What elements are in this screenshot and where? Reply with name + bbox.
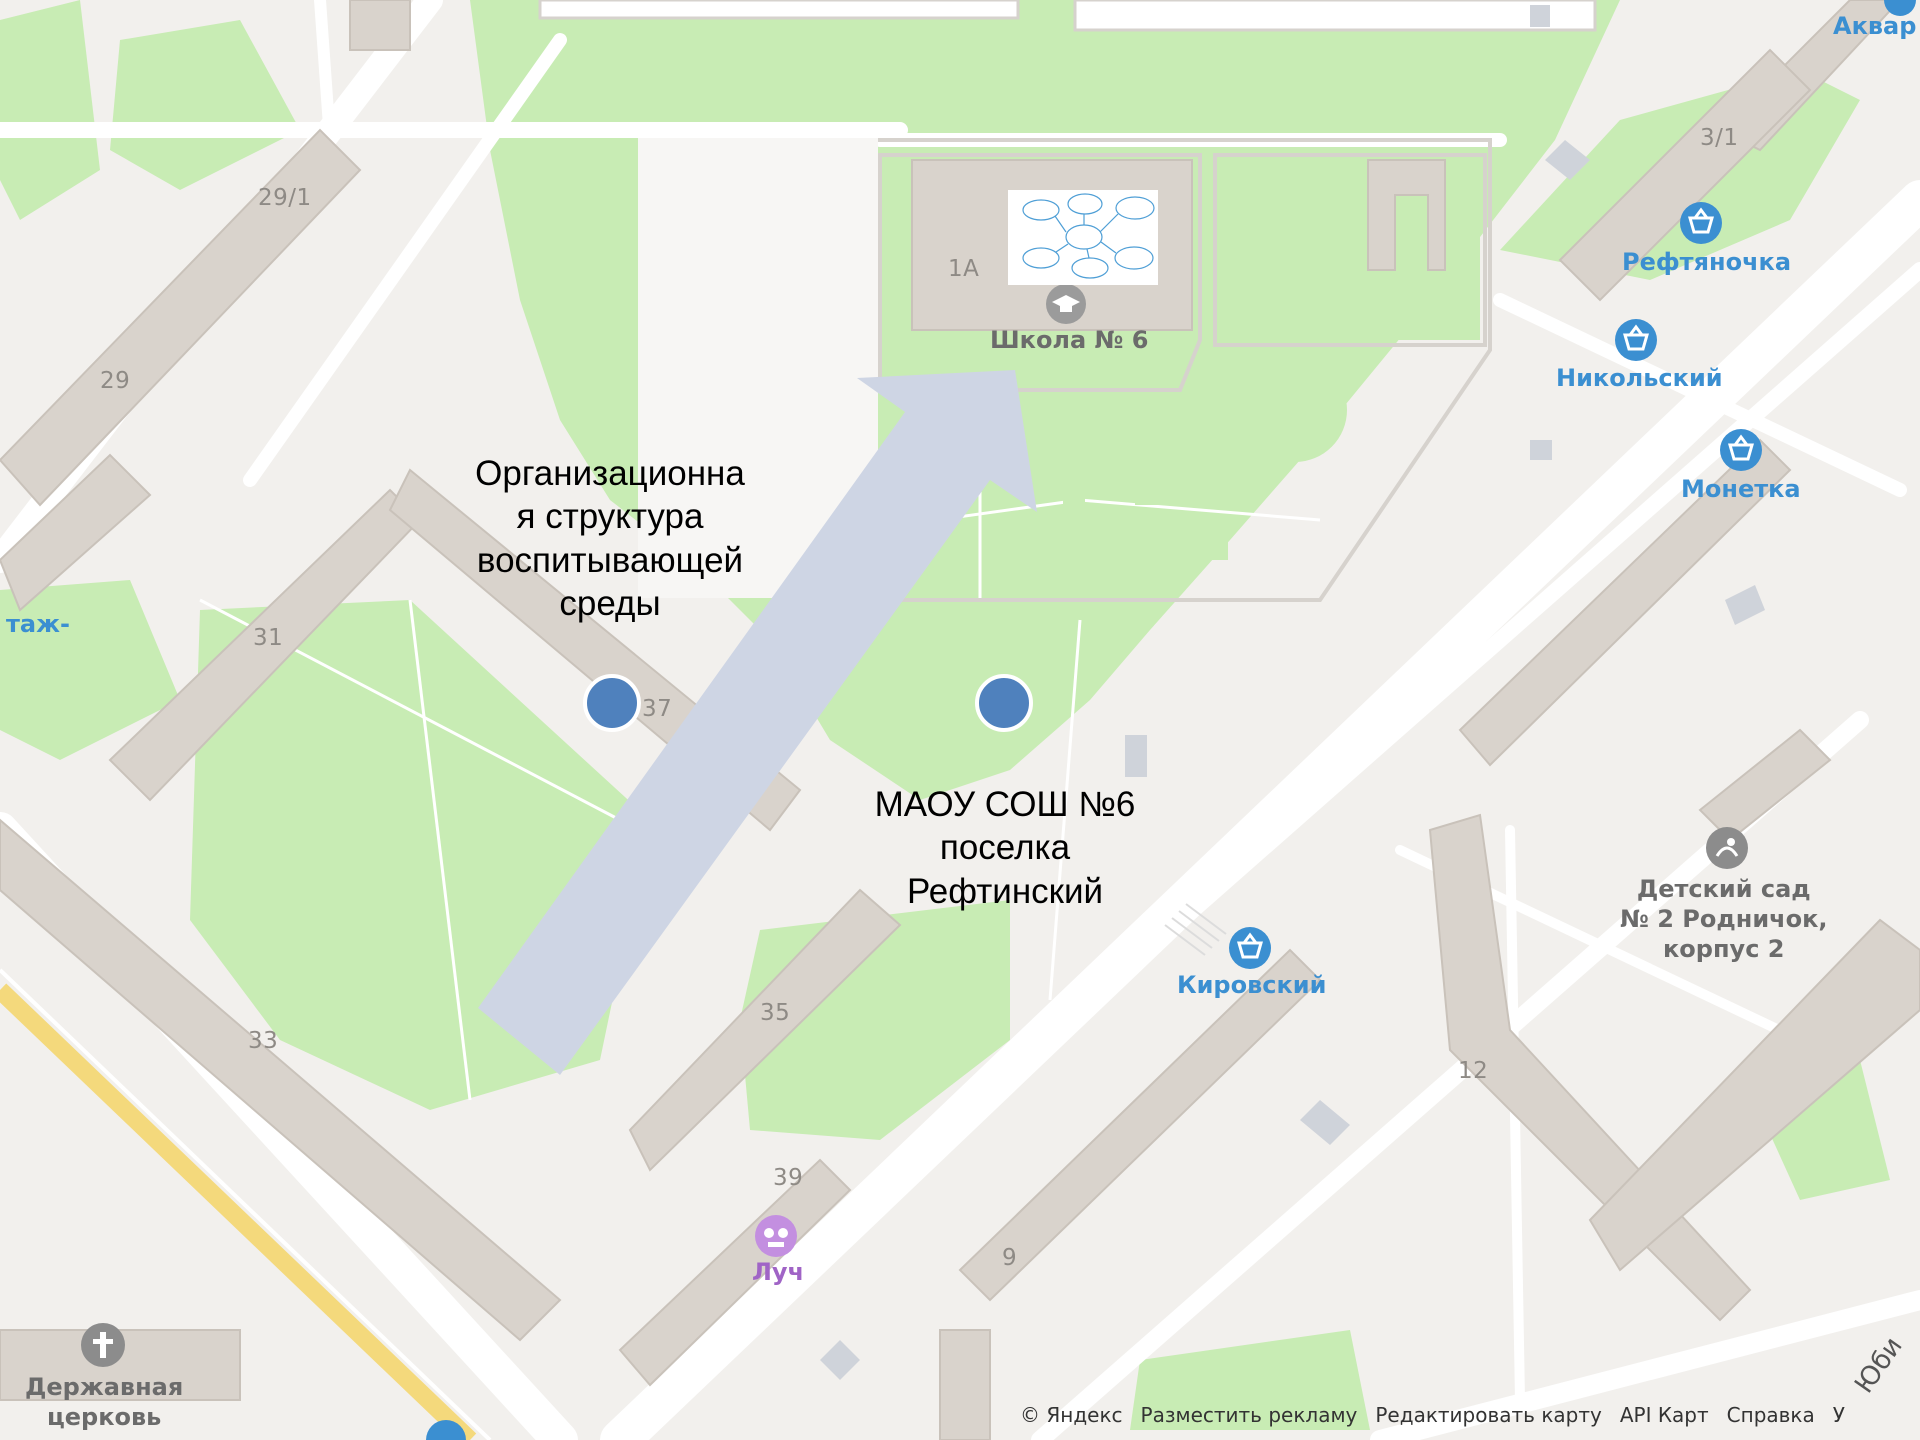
school-squares	[1135, 470, 1228, 560]
api-link[interactable]: API Карт	[1619, 1403, 1709, 1427]
school-strip	[1063, 460, 1085, 580]
house-number: 12	[1458, 1058, 1489, 1084]
direction-arrow	[478, 370, 1037, 1075]
aquarium-label[interactable]: Аквар	[1833, 12, 1917, 40]
caption-line: воспитывающей	[476, 540, 744, 580]
house-number: 33	[248, 1028, 279, 1054]
cinema-icon[interactable]	[755, 1215, 797, 1257]
church-icon[interactable]	[81, 1323, 125, 1367]
kindergarten-label[interactable]: Детский сад № 2 Родничок, корпус 2	[1620, 874, 1828, 964]
caption-line: Организационна	[475, 454, 745, 493]
house-number: 39	[773, 1165, 804, 1191]
house-number: 31	[253, 625, 284, 651]
org-structure-caption: Организационна я структура воспитывающей…	[440, 452, 780, 626]
caption-line: поселка	[939, 828, 1071, 868]
main-road-edge	[0, 968, 492, 1440]
kindergarten-label-line: № 2 Родничок,	[1620, 905, 1828, 933]
caption-line: я структура	[516, 497, 704, 537]
aquarium-icon[interactable]	[1884, 0, 1916, 16]
church-label-line: церковь	[46, 1403, 162, 1431]
house-number: 29	[100, 368, 131, 394]
house-number: 29/1	[258, 185, 312, 211]
kindergarten-label-line: корпус 2	[1663, 935, 1785, 963]
shop-icon-monetka[interactable]	[1720, 429, 1762, 471]
shop-icon-reftyanochka[interactable]	[1680, 202, 1722, 244]
caption-line: Рефтинский	[906, 871, 1104, 911]
school-round-lawn	[1243, 358, 1347, 462]
cinema-label[interactable]: Луч	[752, 1258, 805, 1286]
marker-dot-left[interactable]	[583, 674, 641, 732]
marker-dot-right[interactable]	[975, 674, 1033, 732]
shop-icon-kirovsky[interactable]	[1229, 927, 1271, 969]
school-icon[interactable]	[1046, 284, 1086, 324]
shop-label-reftyanochka[interactable]: Рефтяночка	[1622, 248, 1792, 276]
school-caption: МАОУ СОШ №6 поселка Рефтинский	[840, 783, 1170, 913]
caption-line: среды	[559, 584, 661, 624]
help-link[interactable]: Справка	[1726, 1403, 1815, 1427]
shop-icon-nikolsky[interactable]	[1615, 319, 1657, 361]
diagram-thumbnail	[1008, 190, 1158, 285]
house-number: 3/1	[1700, 125, 1739, 151]
edit-map-link[interactable]: Редактировать карту	[1375, 1403, 1602, 1427]
etazh-label[interactable]: таж-	[6, 610, 70, 638]
house-number: 35	[760, 1000, 791, 1026]
map-footer: © Яндекс Разместить рекламу Редактироват…	[1020, 1403, 1845, 1427]
kindergarten-label-line: Детский сад	[1636, 875, 1811, 903]
house-number: 37	[642, 696, 673, 722]
church-label-line: Державная	[25, 1373, 184, 1401]
advertise-link[interactable]: Разместить рекламу	[1140, 1403, 1358, 1427]
footer-partial-link[interactable]: У	[1832, 1403, 1845, 1427]
bottom-poi-icon[interactable]	[426, 1420, 466, 1440]
crosswalks	[1164, 903, 1227, 956]
shop-label-kirovsky[interactable]: Кировский	[1177, 971, 1327, 999]
main-road	[0, 983, 477, 1440]
house-number: 9	[1002, 1245, 1018, 1271]
kindergarten-icon[interactable]	[1706, 827, 1748, 869]
caption-line: МАОУ СОШ №6	[874, 785, 1136, 824]
copyright-link[interactable]: © Яндекс	[1020, 1403, 1123, 1427]
small-structures	[820, 5, 1765, 1380]
church-label[interactable]: Державная церковь	[25, 1372, 183, 1432]
shop-label-nikolsky[interactable]: Никольский	[1556, 364, 1723, 392]
house-number: 1А	[948, 256, 980, 282]
shop-label-monetka[interactable]: Монетка	[1681, 475, 1801, 503]
school-label[interactable]: Школа № 6	[990, 326, 1149, 354]
top-buildings	[538, 0, 1597, 32]
